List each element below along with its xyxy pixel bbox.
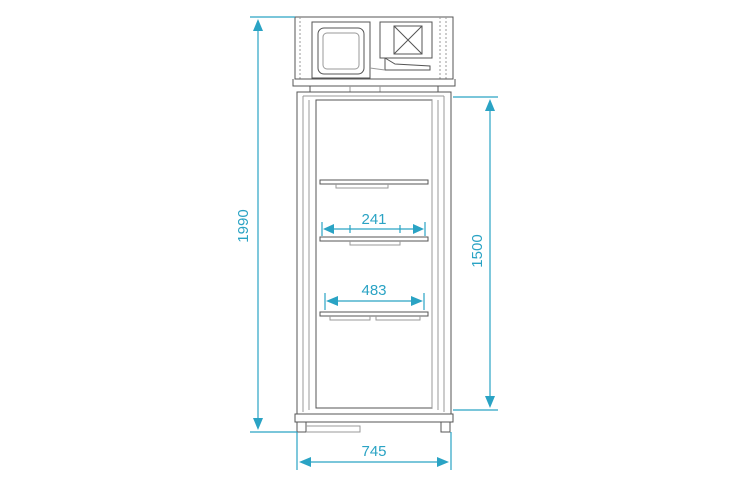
cabinet-frame [296,91,452,415]
shelf-width-label: 483 [361,282,386,299]
cabinet-body [292,16,456,433]
top-unit-vent [439,17,447,79]
foot-right [440,422,451,433]
shelf-1 [319,179,429,189]
shelf-depth-dimension: 241 [321,211,426,236]
shelf-depth-label: 241 [361,211,386,228]
foot-left [296,422,307,433]
shelf-2 [319,236,429,246]
width-dimension: 745 [296,432,452,470]
total-height-label: 1990 [235,209,252,242]
shelf-width-dimension: 483 [324,282,425,310]
top-divider [292,78,456,87]
compressor [311,21,371,79]
interior-cavity [315,99,433,409]
shelf-3 [319,311,429,321]
shelves [319,179,429,321]
interior-height-label: 1500 [469,234,486,267]
cabinet-base [294,413,454,423]
width-label: 745 [361,443,386,460]
total-height-dimension: 1990 [235,16,297,433]
fan-unit [369,21,433,71]
interior-height-dimension: 1500 [453,96,498,411]
